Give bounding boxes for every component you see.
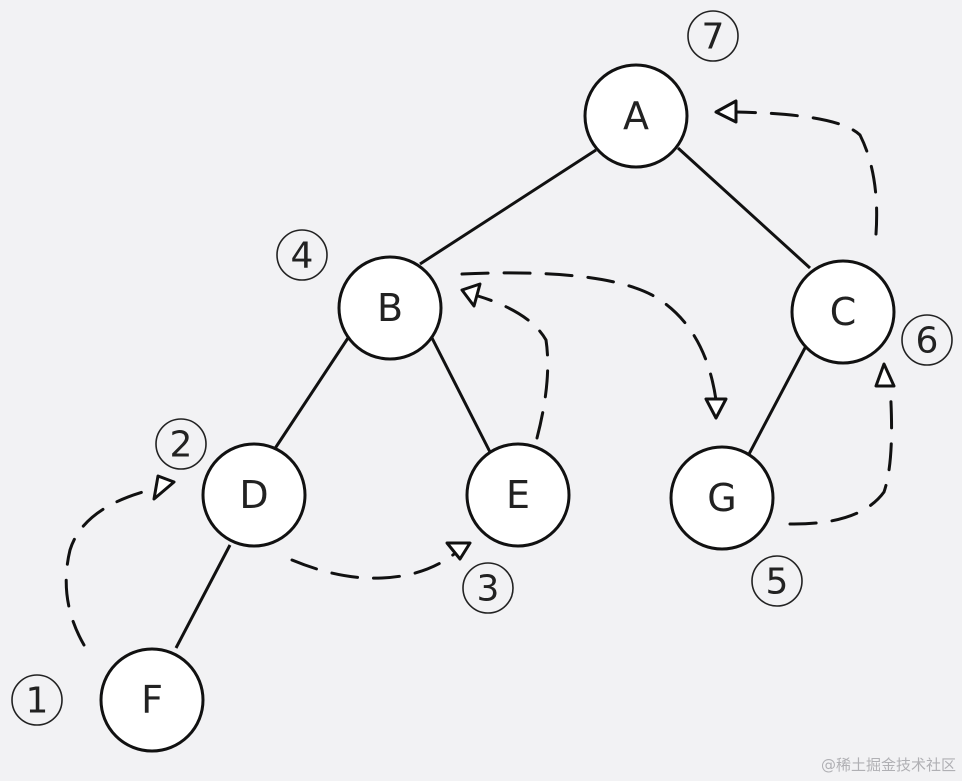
tree-node-f[interactable]: F bbox=[99, 647, 205, 753]
traversal-arrow-d-e bbox=[290, 541, 472, 580]
traversal-step-markers: 1 2 3 4 5 6 7 bbox=[11, 10, 953, 726]
tree-node-a[interactable]: A bbox=[583, 63, 689, 169]
node-label-d: D bbox=[239, 473, 268, 517]
edge-a-c bbox=[676, 146, 812, 270]
edge-d-f bbox=[174, 544, 232, 649]
step-marker-5: 5 bbox=[751, 555, 803, 607]
tree-nodes: A B C D E F G bbox=[99, 63, 896, 753]
step-marker-1-label: 1 bbox=[26, 681, 49, 722]
traversal-arrows bbox=[64, 99, 896, 647]
node-label-e: E bbox=[506, 473, 530, 517]
traversal-arrow-f-d bbox=[64, 474, 176, 647]
node-label-c: C bbox=[830, 290, 857, 334]
step-marker-3-label: 3 bbox=[477, 569, 500, 610]
node-label-b: B bbox=[377, 286, 403, 330]
step-marker-7-label: 7 bbox=[702, 17, 725, 58]
traversal-arrow-c-a bbox=[714, 99, 879, 236]
tree-node-d[interactable]: D bbox=[201, 442, 307, 548]
node-label-a: A bbox=[623, 94, 649, 138]
tree-node-g[interactable]: G bbox=[669, 445, 775, 551]
node-label-g: G bbox=[707, 476, 736, 520]
node-label-f: F bbox=[141, 678, 163, 722]
traversal-arrow-b-g bbox=[460, 271, 728, 420]
edge-b-e bbox=[430, 337, 492, 453]
edge-b-d bbox=[272, 337, 350, 451]
tree-edges bbox=[174, 146, 812, 649]
step-marker-6-label: 6 bbox=[916, 321, 939, 362]
traversal-arrow-g-c bbox=[788, 362, 896, 526]
tree-node-c[interactable]: C bbox=[790, 259, 896, 365]
tree-node-b[interactable]: B bbox=[337, 255, 443, 361]
traversal-arrow-e-b bbox=[460, 282, 550, 440]
step-marker-3: 3 bbox=[462, 562, 514, 614]
watermark-text: @稀土掘金技术社区 bbox=[820, 756, 956, 774]
step-marker-2-label: 2 bbox=[170, 425, 193, 466]
step-marker-4: 4 bbox=[276, 229, 328, 281]
edge-c-g bbox=[746, 345, 808, 457]
step-marker-2: 2 bbox=[155, 418, 207, 470]
tree-node-e[interactable]: E bbox=[465, 442, 571, 548]
step-marker-5-label: 5 bbox=[766, 562, 789, 603]
step-marker-4-label: 4 bbox=[291, 236, 314, 277]
step-marker-6: 6 bbox=[901, 314, 953, 366]
step-marker-7: 7 bbox=[687, 10, 739, 62]
step-marker-1: 1 bbox=[11, 674, 63, 726]
edge-a-b bbox=[419, 148, 597, 266]
